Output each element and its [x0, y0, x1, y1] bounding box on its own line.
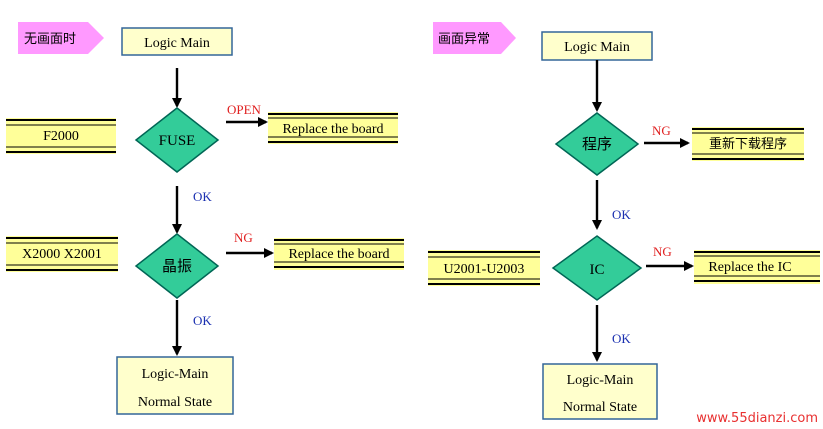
crystal-decision: 晶振: [134, 233, 220, 299]
left-end-box: Logic-Main Normal State: [116, 356, 234, 415]
right-start-label: Logic Main: [564, 40, 630, 55]
f2000-side-bar: F2000: [6, 118, 116, 154]
right-end-line1: Logic-Main: [567, 373, 634, 388]
replace-ic-box: Replace the IC: [694, 250, 820, 284]
right-end-box: Logic-Main Normal State: [542, 363, 658, 420]
redownload-program-label: 重新下载程序: [709, 136, 787, 152]
fuse-replace-board-box: Replace the board: [268, 112, 398, 144]
crystal-replace-board-label: Replace the board: [288, 247, 389, 262]
right-start-box: Logic Main: [541, 31, 653, 61]
ic-ng-label: NG: [653, 244, 672, 259]
left-flow-tag: 无画面时: [18, 22, 104, 54]
fuse-replace-board-label: Replace the board: [282, 122, 383, 137]
f2000-label: F2000: [43, 129, 79, 144]
right-flow-tag-label: 画面异常: [438, 32, 490, 47]
right-flow-tag: 画面异常: [433, 22, 516, 54]
program-ng-label: NG: [652, 123, 671, 138]
right-ok1-label: OK: [612, 207, 631, 222]
redownload-program-box: 重新下载程序: [692, 127, 804, 161]
program-decision-label: 程序: [582, 135, 612, 153]
fuse-decision: FUSE: [134, 107, 220, 173]
crystal-ng-label: NG: [234, 230, 253, 245]
left-flow-tag-label: 无画面时: [24, 32, 76, 47]
x2000-side-bar: X2000 X2001: [6, 236, 118, 272]
fuse-decision-label: FUSE: [159, 133, 196, 149]
left-start-box: Logic Main: [121, 27, 233, 56]
crystal-replace-board-box: Replace the board: [274, 238, 404, 270]
x2000-label: X2000 X2001: [22, 247, 102, 262]
u2001-side-bar: U2001-U2003: [428, 250, 540, 286]
ic-decision: IC: [551, 235, 643, 301]
left-end-line2: Normal State: [138, 395, 212, 410]
replace-ic-label: Replace the IC: [708, 260, 791, 275]
ic-decision-label: IC: [590, 262, 605, 278]
watermark-text: www.55dianzi.com: [696, 411, 818, 426]
left-end-line1: Logic-Main: [142, 367, 209, 382]
left-ok1-label: OK: [193, 189, 212, 204]
program-decision: 程序: [554, 112, 640, 176]
left-ok2-label: OK: [193, 313, 212, 328]
fuse-open-label: OPEN: [227, 102, 262, 117]
left-start-label: Logic Main: [144, 36, 210, 51]
u2001-label: U2001-U2003: [444, 262, 525, 277]
crystal-decision-label: 晶振: [162, 257, 192, 275]
right-end-line2: Normal State: [563, 400, 637, 415]
right-ok2-label: OK: [612, 331, 631, 346]
